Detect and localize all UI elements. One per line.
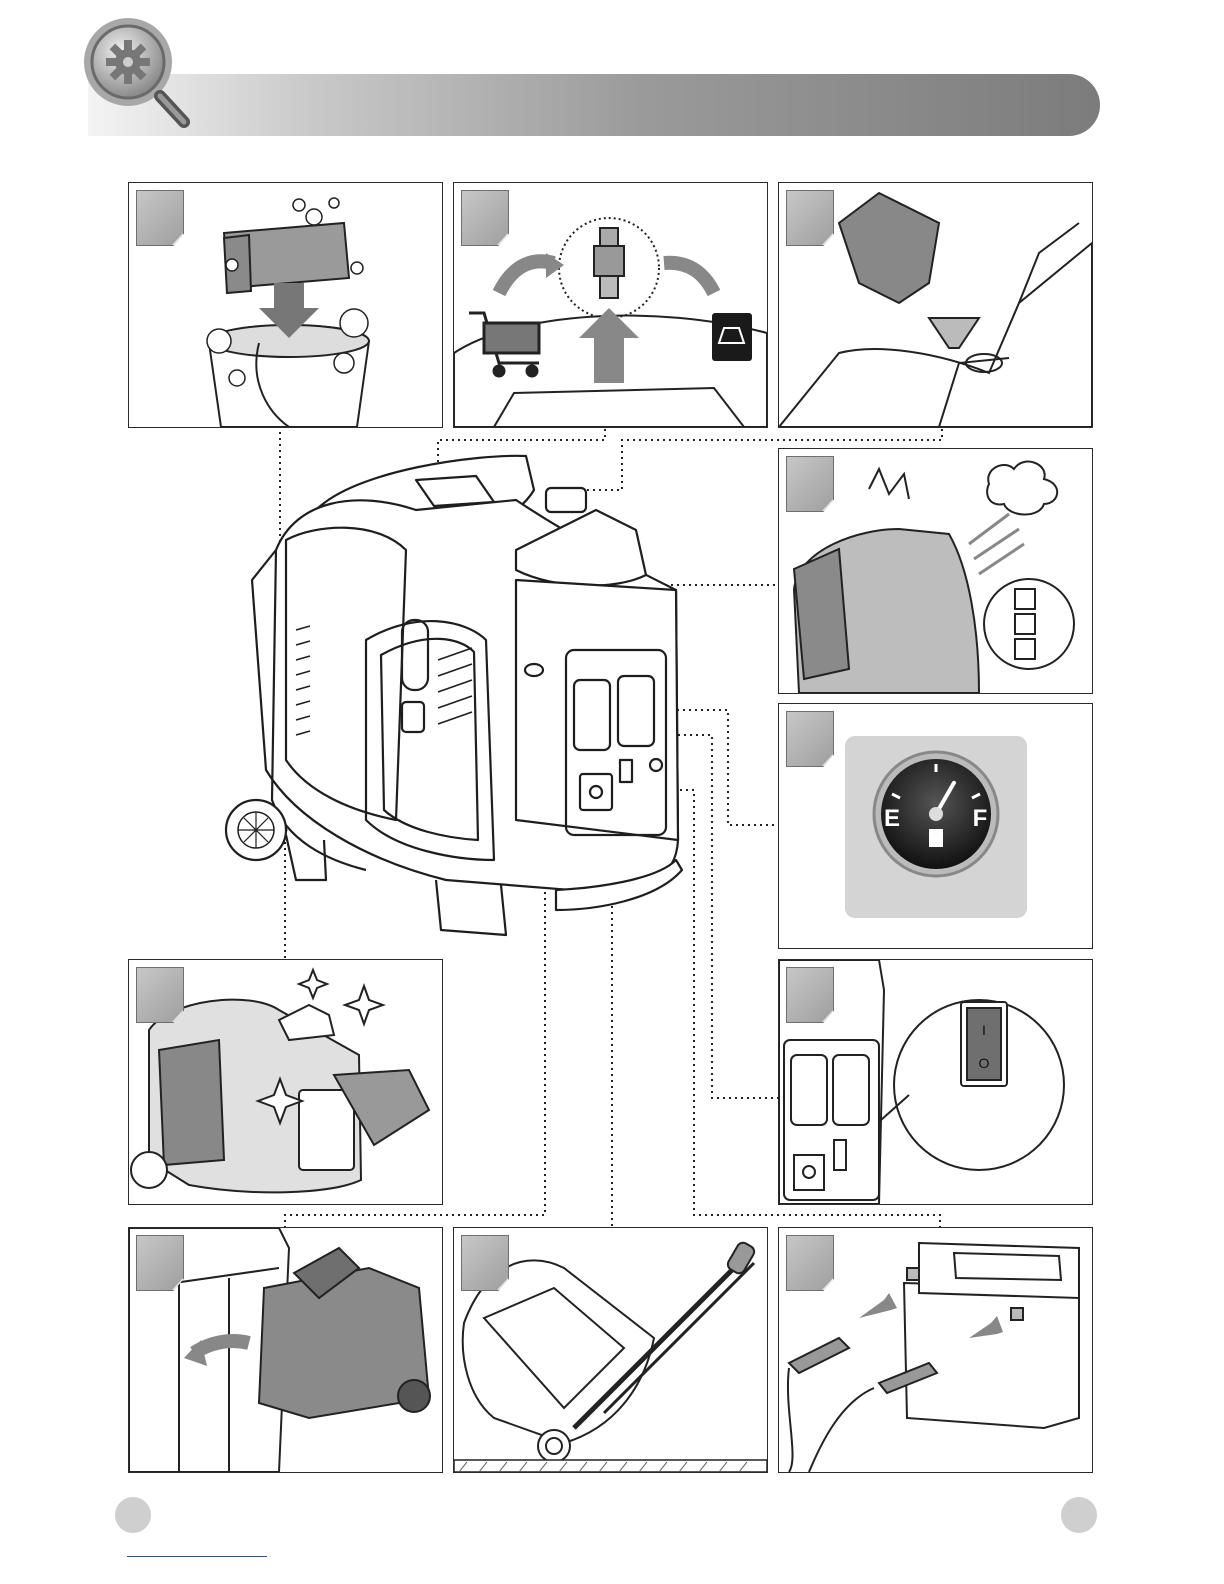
panel-cleaning	[128, 959, 443, 1205]
step-tab	[786, 967, 834, 1023]
page-corner-dot-left	[115, 1497, 151, 1533]
panel-fuel-gauge: E F	[778, 703, 1093, 949]
recycle-bin-icon	[712, 313, 752, 361]
panel-overload-indicator	[778, 448, 1093, 694]
panel-oil-refill	[778, 182, 1093, 428]
switch-on-label: I	[982, 1022, 986, 1038]
generator-illustration	[216, 440, 696, 960]
step-tab	[786, 456, 834, 512]
switch-off-label: O	[979, 1055, 990, 1071]
footer-rule	[127, 1556, 267, 1557]
magnifier-gear-icon	[80, 14, 200, 138]
panel-spark-plug-replace	[453, 182, 768, 428]
panel-eco-switch: I O	[778, 959, 1093, 1205]
step-tab	[136, 967, 184, 1023]
panel-battery-charge	[778, 1227, 1093, 1473]
step-tab	[786, 711, 834, 767]
step-tab	[461, 1235, 509, 1291]
gauge-full-label: F	[973, 805, 988, 832]
panel-transport	[453, 1227, 768, 1473]
page-corner-dot-right	[1061, 1497, 1097, 1533]
step-tab	[136, 1235, 184, 1291]
step-tab	[136, 190, 184, 246]
step-tab	[461, 190, 509, 246]
panel-storage	[128, 1227, 443, 1473]
header-bar	[88, 74, 1100, 136]
panel-air-filter-wash	[128, 182, 443, 428]
step-tab	[786, 1235, 834, 1291]
step-tab	[786, 190, 834, 246]
gauge-empty-label: E	[884, 805, 900, 832]
